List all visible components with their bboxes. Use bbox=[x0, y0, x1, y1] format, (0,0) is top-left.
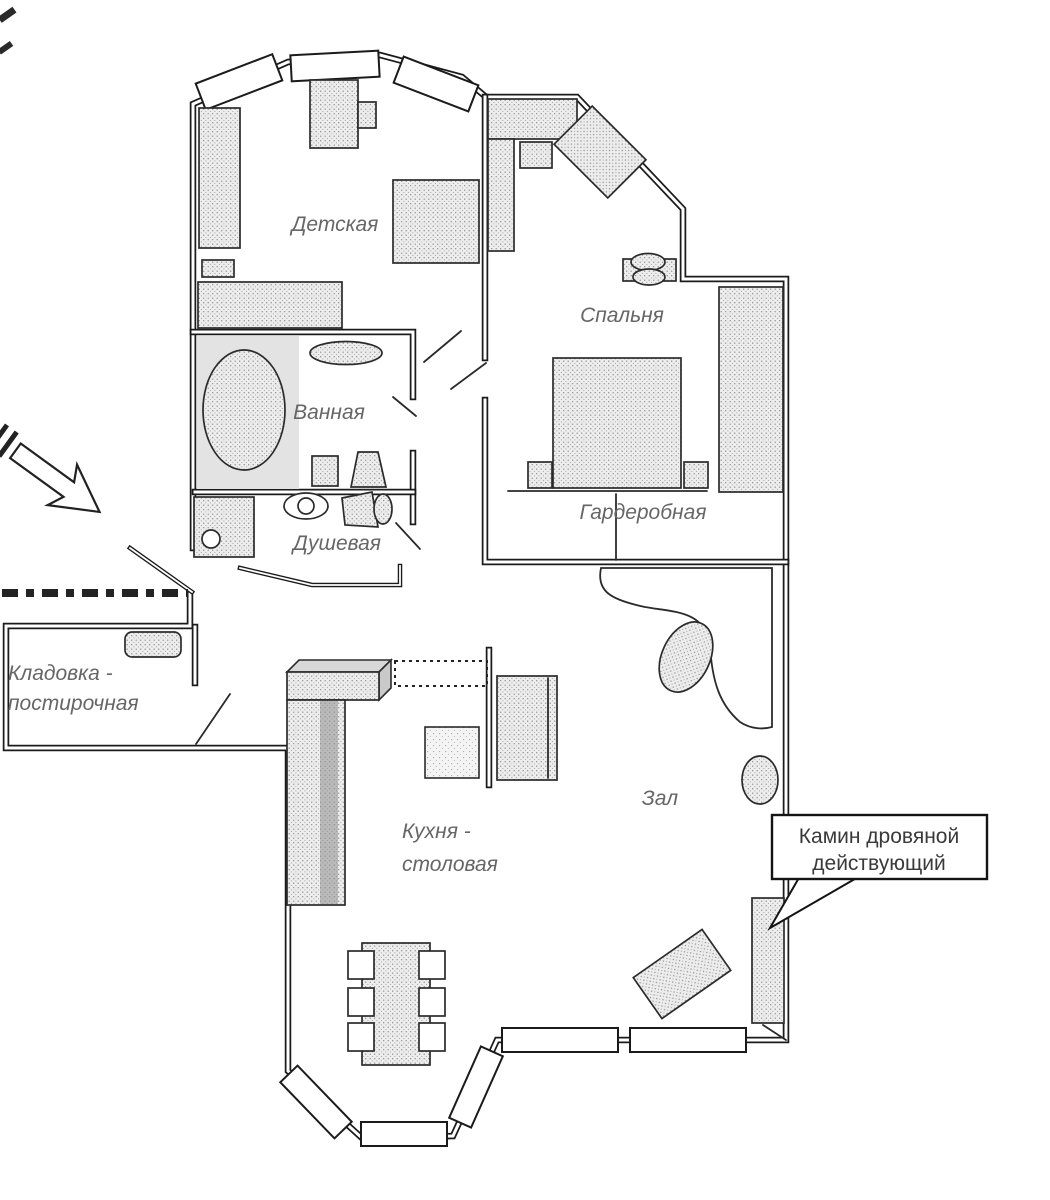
chair bbox=[347, 950, 375, 980]
appliance bbox=[424, 726, 480, 779]
radiator bbox=[632, 268, 666, 286]
room-label-children: Детская bbox=[290, 213, 379, 236]
room-label-shower: Душевая bbox=[291, 532, 381, 555]
room-label-wardrobe: Гардеробная bbox=[580, 501, 707, 524]
window-icon bbox=[194, 52, 284, 112]
toilet bbox=[297, 497, 315, 515]
window-icon bbox=[360, 1121, 448, 1147]
counter bbox=[286, 671, 380, 701]
nightstand bbox=[527, 461, 553, 489]
room-label-bathroom: Ванная bbox=[293, 401, 365, 424]
window-icon bbox=[447, 1045, 505, 1129]
entrance-arrow-icon bbox=[0, 423, 102, 514]
nightstand bbox=[683, 461, 709, 489]
room-children bbox=[197, 79, 480, 329]
washing-machine bbox=[193, 496, 255, 558]
corner-cabinet bbox=[552, 104, 648, 200]
shower-tray bbox=[341, 490, 380, 528]
chair bbox=[418, 950, 446, 980]
wardrobe bbox=[487, 98, 578, 140]
laundry-unit bbox=[124, 631, 182, 658]
chair bbox=[418, 1022, 446, 1052]
scan-marks bbox=[0, 6, 17, 55]
room-label-kitchen-2: столовая bbox=[402, 853, 498, 876]
room-hall bbox=[599, 493, 787, 1041]
pouf bbox=[741, 755, 779, 805]
callout-line-2: действующий bbox=[812, 852, 945, 875]
window-icon bbox=[629, 1027, 747, 1053]
fireplace-callout: Камин дровяной действующий bbox=[767, 813, 989, 931]
wardrobe bbox=[718, 286, 784, 493]
callout-box bbox=[770, 813, 989, 881]
tv-stand bbox=[632, 928, 732, 1020]
room-label-storage-2: постирочная bbox=[8, 692, 139, 715]
room-bedroom bbox=[487, 98, 784, 493]
fridge bbox=[496, 675, 558, 781]
room-label-bedroom: Спальня bbox=[580, 304, 664, 327]
radiator bbox=[630, 252, 666, 272]
cabinet bbox=[519, 141, 553, 169]
bathtub bbox=[202, 349, 286, 471]
callout-line-1: Камин дровяной bbox=[799, 825, 959, 848]
wardrobe bbox=[198, 107, 241, 249]
desk bbox=[309, 79, 359, 149]
chair bbox=[418, 987, 446, 1017]
windows bbox=[194, 49, 747, 1147]
washing-machine-door bbox=[201, 529, 221, 549]
shower-column bbox=[373, 493, 393, 525]
wardrobe bbox=[487, 138, 515, 252]
chair bbox=[347, 987, 375, 1017]
counter-top bbox=[285, 659, 393, 673]
counter-shade bbox=[320, 701, 338, 904]
overhead-cabinet-dashed bbox=[394, 660, 488, 687]
room-label-hall: Зал bbox=[642, 787, 678, 810]
bed bbox=[552, 357, 682, 489]
bed bbox=[197, 281, 343, 329]
chair bbox=[357, 101, 377, 129]
room-bathroom bbox=[197, 336, 388, 489]
room-label-storage-1: Кладовка - bbox=[8, 662, 113, 685]
window-icon bbox=[278, 1064, 354, 1140]
coffee-table bbox=[658, 621, 714, 693]
cabinet bbox=[392, 179, 480, 264]
room-shower bbox=[193, 490, 393, 558]
window-icon bbox=[392, 55, 480, 113]
toilet bbox=[349, 451, 388, 488]
chair bbox=[347, 1022, 375, 1052]
room-labels: Детская Спальня Ванная Душевая Гардеробн… bbox=[8, 213, 707, 876]
sink bbox=[309, 340, 383, 366]
window-icon bbox=[289, 49, 381, 83]
room-storage bbox=[124, 631, 182, 658]
room-label-kitchen-1: Кухня - bbox=[402, 820, 471, 843]
door-swings bbox=[195, 330, 487, 745]
window-icon bbox=[501, 1027, 619, 1053]
cabinet bbox=[311, 455, 339, 487]
shelf bbox=[201, 259, 235, 278]
room-kitchen bbox=[285, 658, 558, 1066]
walls bbox=[2, 51, 790, 1142]
